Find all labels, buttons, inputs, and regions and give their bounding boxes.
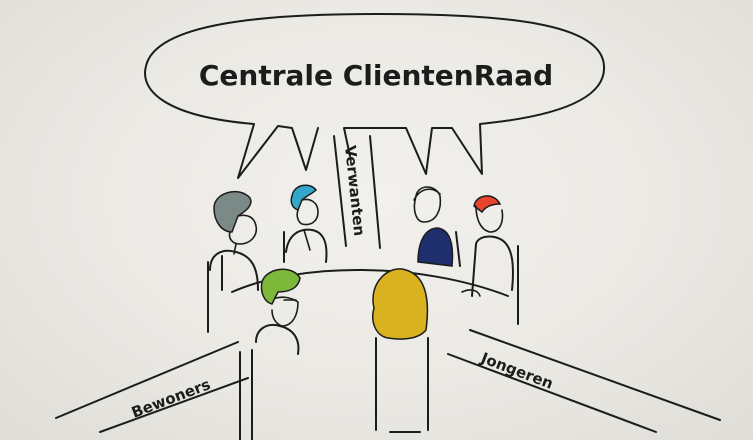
person-navy-shirt bbox=[413, 186, 461, 267]
hair-gray bbox=[213, 190, 252, 233]
person-green-hair bbox=[239, 268, 301, 440]
verwanten-panel bbox=[333, 135, 381, 249]
person-red-hair bbox=[461, 195, 519, 325]
hair-yellow bbox=[372, 268, 429, 340]
council-title: Centrale ClientenRaad bbox=[199, 59, 553, 92]
hair-green bbox=[260, 268, 301, 305]
person-yellow-hair bbox=[372, 268, 429, 433]
label-verwanten: Verwanten bbox=[341, 145, 368, 237]
table bbox=[55, 268, 721, 433]
shirt-navy bbox=[417, 227, 454, 267]
hair-red bbox=[473, 195, 502, 214]
person-cyan-hair bbox=[283, 184, 328, 263]
label-jongeren: Jongeren bbox=[478, 349, 556, 393]
person-gray-hair bbox=[207, 190, 259, 333]
speech-bubble bbox=[144, 13, 606, 179]
hair-cyan bbox=[290, 184, 317, 211]
